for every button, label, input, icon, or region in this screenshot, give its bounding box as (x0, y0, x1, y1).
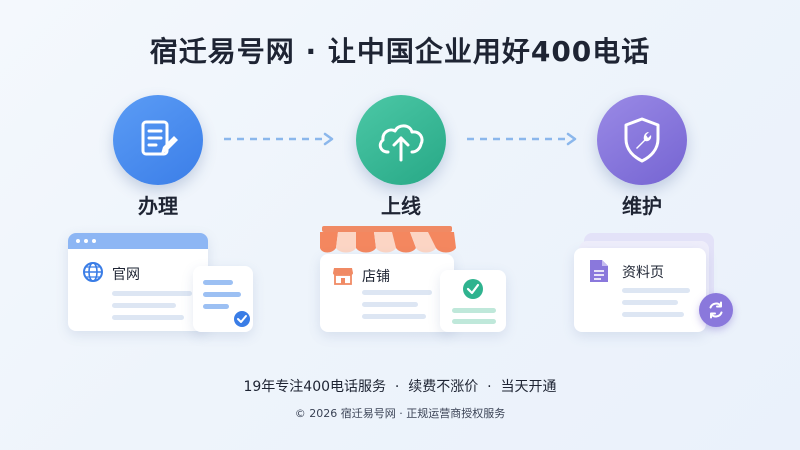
document-pen-icon (141, 120, 178, 156)
service-tagline: 19年专注400电话服务 · 续费不涨价 · 当天开通 (243, 379, 557, 395)
page-title: 宿迁易号网 · 让中国企业用好400电话 (149, 35, 651, 68)
content-line (112, 303, 176, 308)
content-line (622, 288, 690, 293)
step-handle-icon-circle (113, 95, 203, 185)
globe-icon (83, 262, 103, 282)
content-line (622, 300, 678, 305)
content-line (203, 280, 233, 285)
sync-badge (699, 293, 733, 327)
step-launch-icon-circle (356, 95, 446, 185)
storefront-icon (333, 268, 353, 285)
content-line (112, 315, 184, 320)
content-line (203, 304, 229, 309)
store-window: 店铺 (320, 254, 454, 332)
content-line (203, 292, 241, 297)
profile-page: 资料页 (574, 248, 706, 332)
check-circle-icon (463, 279, 483, 299)
copyright-text: © 2026 宿迁易号网 · 正规运营商授权服务 (294, 407, 506, 420)
content-line (452, 308, 496, 313)
step-maintain-icon-circle (597, 95, 687, 185)
dashed-arrow-icon (224, 132, 334, 146)
verified-panel (440, 270, 506, 332)
store-card-label: 店铺 (362, 269, 390, 285)
window-dot (84, 239, 88, 243)
content-line (452, 319, 496, 324)
step-label-maintain: 维护 (622, 194, 662, 218)
floating-panel (193, 266, 253, 332)
content-line (112, 291, 192, 296)
step-label-launch: 上线 (381, 194, 421, 218)
content-line (622, 312, 684, 317)
file-icon (590, 260, 608, 282)
website-card-label: 官网 (112, 267, 140, 283)
window-dot (76, 239, 80, 243)
content-line (362, 302, 418, 307)
awning-icon (320, 226, 456, 253)
browser-window: 官网 (68, 233, 208, 331)
content-line (362, 314, 426, 319)
step-label-handle: 办理 (138, 194, 178, 218)
dashed-arrow-icon (467, 132, 577, 146)
cloud-upload-icon (378, 124, 424, 162)
refresh-icon (709, 301, 723, 319)
check-circle-icon (234, 311, 250, 327)
profile-card-label: 资料页 (622, 265, 664, 281)
shield-wrench-icon (624, 117, 660, 163)
content-line (362, 290, 432, 295)
window-dot (92, 239, 96, 243)
browser-title-bar (68, 233, 208, 249)
